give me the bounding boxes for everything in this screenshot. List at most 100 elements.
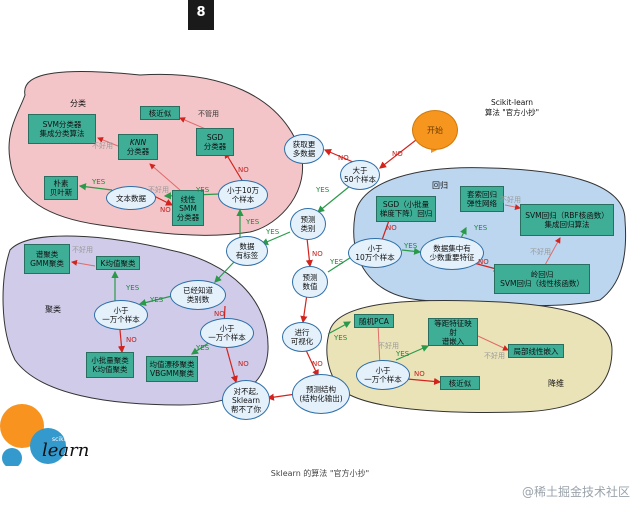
- edge-struct-tough: [266, 393, 297, 401]
- algo-kmeans: K均值聚类: [96, 256, 140, 270]
- decision-get-more-data: 获取更 多数据: [284, 134, 324, 164]
- label-yes-fewfeat: YES: [404, 242, 418, 250]
- label-yes-text: YES: [196, 186, 210, 194]
- region-title-cluster: 聚类: [45, 305, 61, 314]
- label-no-ridge: NO: [478, 258, 489, 266]
- label-no-approx: NO: [414, 370, 425, 378]
- decision-predict-structure: 预测结构 (结构化输出): [292, 374, 350, 414]
- edge-isomap-lle: [477, 335, 509, 351]
- figure-caption: Sklearn 的算法 "官方小抄": [270, 469, 370, 478]
- algo-lle: 局部线性嵌入: [508, 344, 564, 358]
- logo-big-text: learn: [42, 440, 90, 461]
- label-no-start: NO: [392, 150, 403, 158]
- edge-predqty-visual: [300, 293, 308, 324]
- edge-ncat-lt10ka: [138, 295, 173, 307]
- decision-visualize: 进行 可视化: [282, 322, 322, 352]
- label-notworking-isomap: 不好用: [484, 352, 505, 360]
- decision-known-categories: 已经知道 类别数: [170, 280, 226, 310]
- edge-text-bayes: [78, 183, 113, 191]
- edge-lasso-svr: [504, 204, 521, 210]
- decision-few-features: 数据集中有 少数重要特征: [420, 236, 484, 270]
- header-line2: 算法 "官方小抄": [484, 108, 540, 117]
- algo-naive-bayes: 朴素 贝叶斯: [44, 176, 78, 200]
- label-notworking-spectral: 不好用: [72, 246, 93, 254]
- algo-knn-line2: 分类器: [126, 147, 150, 156]
- label-no-text: NO: [160, 206, 171, 214]
- algo-knn-line1: KNN: [129, 138, 147, 147]
- decision-lt10k-cluster-a: 小于 一万个样本: [94, 300, 148, 330]
- edge-lt10kb-tough: [225, 345, 238, 384]
- edge-lt10kb-meanshift: [191, 341, 211, 355]
- decision-lt100k-classify: 小于10万 个样本: [218, 180, 268, 210]
- node-start: 开始: [412, 110, 458, 150]
- edge-lt100kreg-fewfeat: [401, 247, 422, 255]
- edge-labeled-ncat: [214, 261, 235, 283]
- header-title: Scikit-learn 算法 "官方小抄": [462, 98, 562, 118]
- decision-lt10k-cluster-b: 小于 一万个样本: [200, 318, 254, 348]
- label-yes-bayes: YES: [92, 178, 106, 186]
- edge-lt10ka-minibatch: [117, 329, 126, 354]
- decision-text-data: 文本数据: [106, 186, 156, 210]
- edge-kmeans-spectral: [71, 259, 96, 267]
- algo-kernel-approx-cls: 核近似: [140, 106, 180, 120]
- label-no-minibatch: NO: [126, 336, 137, 344]
- label-no-more-data: NO: [338, 154, 349, 162]
- edge-visual-pca: [327, 321, 352, 335]
- algo-meanshift-vbgmm: 均值漂移聚类 VBGMM聚类: [146, 356, 198, 382]
- edge-linsvc-knn: [149, 163, 181, 191]
- label-yes-lasso: YES: [474, 224, 488, 232]
- edge-predcat-predqty: [305, 237, 313, 268]
- label-no-tough: NO: [238, 360, 249, 368]
- algo-lasso-elasticnet: 套索回归 弹性网络: [460, 186, 504, 212]
- badge-8: 8: [188, 0, 214, 30]
- decision-gt50-samples: 大于 50个样本: [340, 160, 380, 190]
- region-title-reduce: 降维: [548, 379, 564, 388]
- edge-gt50-predcat: [317, 185, 351, 213]
- algo-knn: KNN 分类器: [118, 134, 158, 160]
- label-yes-meanshift: YES: [196, 344, 210, 352]
- label-notworking-linsvc: 不好用: [148, 186, 169, 194]
- algo-randomized-pca: 随机PCA: [354, 314, 394, 328]
- label-yes-pca: YES: [334, 334, 348, 342]
- region-title-regress: 回归: [432, 181, 448, 190]
- label-no-sgdclf: NO: [238, 166, 249, 174]
- label-yes-kmeans: YES: [126, 284, 140, 292]
- label-notworking-knn: 不好用: [92, 142, 113, 150]
- algo-minibatch-kmeans: 小批量聚类 K均值聚类: [86, 352, 134, 378]
- edge-visual-struct: [304, 347, 319, 378]
- logo-small-text: scikit: [52, 436, 68, 443]
- edge-pca-isomap: [376, 323, 383, 367]
- label-yes-labeled: YES: [266, 228, 280, 236]
- logo-graphic: [0, 404, 66, 466]
- algo-svc: SVM分类器 集成分类算法: [28, 114, 96, 144]
- decision-lt10k-reduce: 小于 一万个样本: [356, 360, 410, 390]
- edge-lt100k-sgdclf: [224, 150, 244, 183]
- label-no-struct: NO: [312, 360, 323, 368]
- label-yes-predcat: YES: [316, 186, 330, 194]
- region-title-classify: 分类: [70, 99, 86, 108]
- decision-labeled-data: 数据 有标签: [226, 236, 268, 266]
- algo-ridge-svr-linear: 岭回归 SVM回归（线性核函数）: [494, 264, 590, 294]
- label-yes-isomap: YES: [396, 350, 410, 358]
- algo-kernel-approx-dr: 核近似: [440, 376, 480, 390]
- algo-sgd-classifier: SGD 分类器: [196, 128, 234, 156]
- decision-lt100k-regress: 小于 10万个样本: [348, 238, 402, 268]
- label-no-predqty: NO: [312, 250, 323, 258]
- edge-start-gt50: [379, 139, 417, 169]
- label-yes-lt100k: YES: [246, 218, 260, 226]
- algo-sgd-regressor: SGD（小批量 梯度下降）回归: [376, 196, 436, 222]
- label-notworking-lasso: 不好用: [500, 196, 521, 204]
- scikit-learn-logo: scikit learn: [0, 400, 110, 466]
- label-yes-regress: YES: [330, 258, 344, 266]
- edge-lt10kdr-isomap: [395, 345, 430, 361]
- edge-ridge-svr: [544, 237, 561, 266]
- label-notworking-pca: 不好用: [378, 342, 399, 350]
- decision-predict-quantity: 预测 数值: [292, 266, 328, 298]
- label-no-ncat: NO: [214, 310, 225, 318]
- header-line1: Scikit-learn: [490, 98, 534, 107]
- edge-knn-svc: [97, 137, 119, 147]
- label-notworking-ridge: 不好用: [530, 248, 551, 256]
- algo-isomap-spectral-embed: 等距特征映射 谱嵌入: [428, 318, 478, 346]
- decision-tough-luck: 对不起, Sklearn 帮不了你: [222, 380, 270, 420]
- algo-spectral-gmm: 谱聚类 GMM聚类: [24, 244, 70, 274]
